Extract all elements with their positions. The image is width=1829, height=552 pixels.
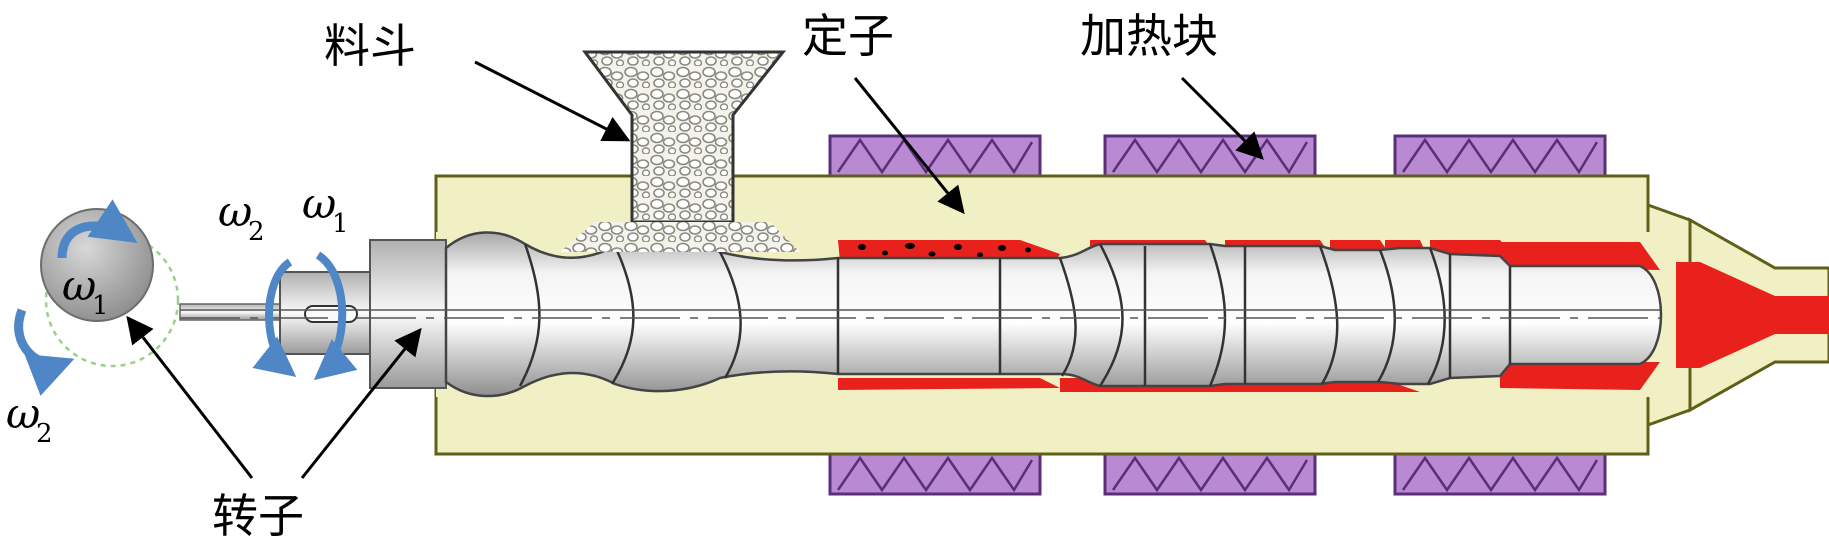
svg-text:ω: ω — [6, 389, 40, 438]
svg-text:2: 2 — [36, 419, 53, 449]
hopper-pointer — [474, 60, 631, 142]
omega1-disc-symbol: ω 1 — [62, 261, 109, 321]
stator-label: 定子 — [802, 9, 894, 63]
svg-text:2: 2 — [248, 217, 265, 247]
rotation-arrow-omega1-icon — [57, 199, 138, 259]
hopper-label: 料斗 — [324, 19, 416, 73]
heater-block-2-bottom — [1103, 450, 1317, 496]
svg-text:ω: ω — [62, 261, 96, 310]
omega2-shaft-symbol: ω 2 — [218, 187, 265, 247]
svg-text:ω: ω — [218, 187, 252, 236]
rotor-pointer-shaft — [300, 327, 422, 479]
heater-label: 加热块 — [1080, 9, 1218, 63]
svg-text:ω: ω — [302, 179, 336, 228]
heater-block-2-top — [1103, 134, 1317, 180]
keyway-slot — [304, 305, 358, 323]
heater-pointer — [1180, 76, 1264, 160]
omega1-shaft-symbol: ω 1 — [302, 179, 349, 239]
rotor-label: 转子 — [212, 489, 304, 543]
drive-shaft — [179, 239, 447, 389]
rotor-end-view — [14, 199, 180, 396]
omega2-disc-symbol: ω 2 — [6, 389, 53, 449]
heater-block-3-bottom — [1393, 450, 1607, 496]
leader-arrows — [126, 60, 1264, 479]
rotation-arrow-omega2-icon — [14, 308, 75, 396]
svg-text:1: 1 — [332, 209, 349, 239]
hopper — [560, 50, 800, 252]
shaft-arrow-omega1-icon — [313, 251, 358, 381]
svg-text:1: 1 — [92, 291, 109, 321]
heater-block-1-bottom — [828, 450, 1042, 496]
heater-block-1-top — [828, 134, 1042, 180]
stator-pointer — [853, 77, 965, 215]
shaft-rotation-arrows — [252, 251, 358, 381]
heater-block-3-top — [1393, 134, 1607, 180]
rotor-pointer-disc — [126, 315, 254, 479]
shaft-arrow-omega2-icon — [252, 258, 297, 377]
die-nozzle — [1640, 217, 1829, 413]
heater-blocks — [828, 134, 1607, 496]
